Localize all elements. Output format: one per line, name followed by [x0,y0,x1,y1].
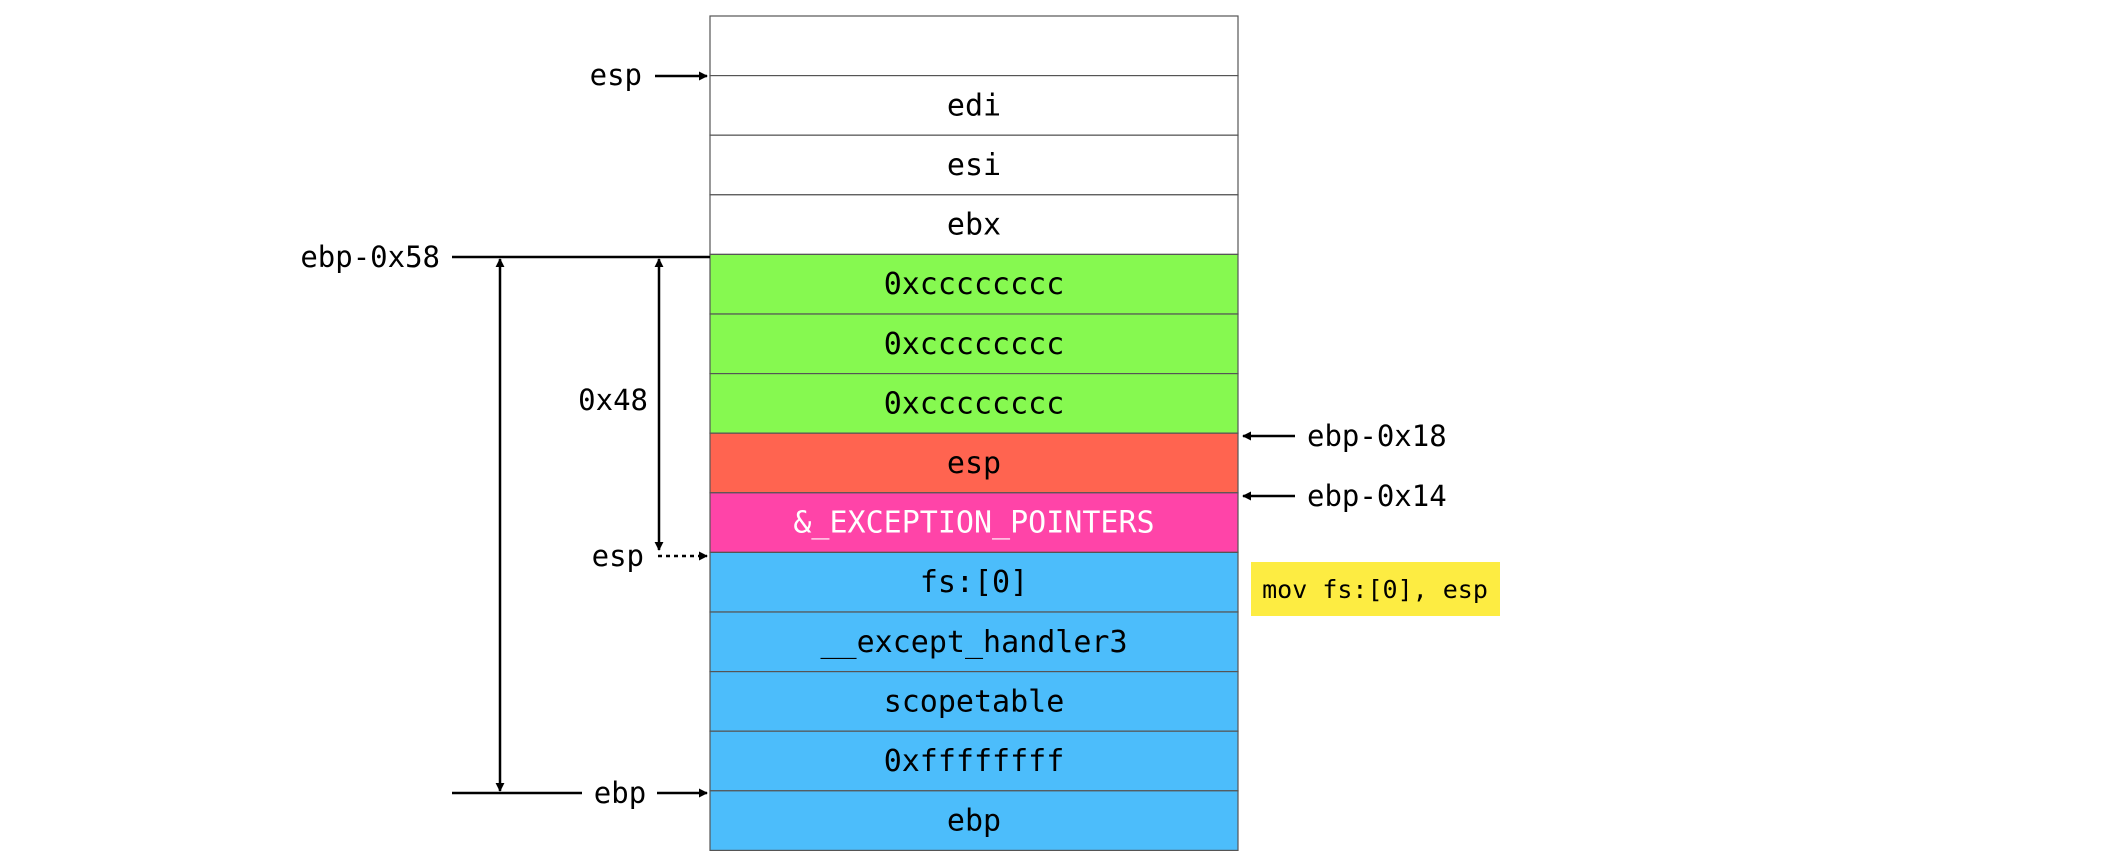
stack-cell [709,373,1239,434]
stack-cell [709,134,1239,196]
stack-cell-label: __except_handler3 [820,625,1127,660]
ebp-0x18-label: ebp-0x18 [1307,419,1447,453]
stack-cell-label: 0xcccccccc [884,327,1065,362]
stack-cell [709,74,1239,136]
stack-cell [709,15,1239,77]
stack-cell [709,611,1239,673]
ebp-0x14-label: ebp-0x14 [1307,479,1447,513]
stack-cell [709,790,1239,851]
stack-cell-label: ebp [947,804,1001,839]
stack-cell [709,194,1239,256]
size-0x48-label: 0x48 [578,383,648,417]
stack-cell-label: &_EXCEPTION_POINTERS [793,506,1154,541]
stack-cell-label: esp [947,446,1001,481]
esp-top-label: esp [590,58,642,92]
stack-cell-label: 0xffffffff [884,744,1065,779]
stack-cell [709,492,1239,553]
stack-cell-label: 0xcccccccc [884,267,1065,302]
esp-mid-label: esp [592,539,644,573]
stack-cell-label: fs:[0] [920,565,1028,600]
stack-cell [709,670,1239,732]
stack-cell [709,253,1239,315]
stack-cell [709,313,1239,375]
annotation-box [1251,562,1500,616]
ebp-0x58-label: ebp-0x58 [300,240,440,274]
stack-cells: edi esi ebx 0xcccccccc 0xcccccccc 0xcccccccc e… [709,15,1239,851]
stack-cell-label: 0xcccccccc [884,386,1065,421]
stack-cell-label: scopetable [884,684,1065,719]
ebp-label: ebp [594,776,646,810]
stack-cell-label: ebx [947,208,1001,243]
stack-cell-label: edi [947,88,1001,123]
stack-cell-label: esi [947,148,1001,183]
stack-cell [709,730,1239,792]
annotation-text: mov fs:[0], esp [1262,575,1488,604]
